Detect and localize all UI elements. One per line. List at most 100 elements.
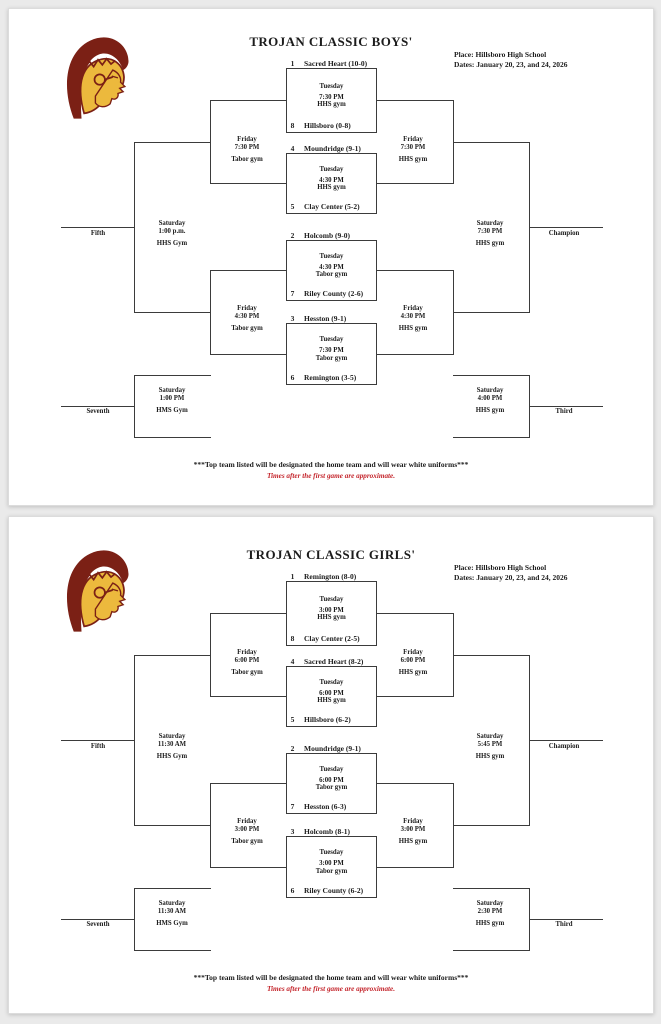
team-seed: 2	[290, 231, 295, 240]
seventh-place-slot-line	[61, 919, 135, 920]
game-gym: HHS gym	[317, 697, 346, 704]
champion-slot-line	[529, 740, 603, 741]
team-name: Hillsboro (0-8)	[304, 121, 351, 130]
fifth-place-label: Fifth	[90, 743, 106, 750]
dates-label: Dates: January 20, 23, and 24, 2026	[454, 573, 568, 582]
bracket-line	[377, 783, 454, 784]
bracket-line	[453, 950, 530, 951]
game-time: 7:30 PM	[234, 143, 260, 151]
approximate-times-footnote: Times after the first game are approxima…	[266, 985, 396, 993]
game-day: Saturday	[476, 733, 504, 740]
champion-slot-line	[529, 227, 603, 228]
trojan-mascot-logo-icon	[59, 546, 137, 634]
seventh-place-game-label: Saturday 11:30 AM HMS Gym	[132, 900, 212, 927]
bracket-line	[453, 655, 530, 656]
bracket-diagram: TROJAN CLASSIC BOYS' Place: Hillsboro Hi…	[9, 9, 653, 505]
team-name: Hesston (9-1)	[304, 314, 347, 323]
game-time: 5:45 PM	[477, 740, 503, 748]
team-name: Hillsboro (6-2)	[304, 715, 351, 724]
approximate-times-footnote: Times after the first game are approxima…	[266, 472, 396, 480]
game-gym: HHS gym	[398, 837, 428, 845]
game-info: Tuesday 4:30 PM Tabor gym	[287, 241, 376, 290]
championship-game-label: Saturday 5:45 PM HHS gym	[450, 733, 530, 760]
game-time: 7:30 PM	[477, 227, 503, 235]
semifinal-right-top-label: Friday 7:30 PM HHS gym	[373, 136, 453, 163]
game-info: Tuesday 6:00 PM Tabor gym	[287, 754, 376, 803]
bracket-line	[210, 270, 287, 271]
game-gym: Tabor gym	[315, 271, 348, 278]
game-day: Saturday	[476, 900, 504, 907]
consolation-left-top-label: Friday 7:30 PM Tabor gym	[207, 136, 287, 163]
team-name: Sacred Heart (8-2)	[304, 657, 364, 666]
game-gym: Tabor gym	[231, 668, 263, 676]
game-time: 7:30 PM	[319, 93, 344, 101]
champion-label: Champion	[548, 743, 580, 750]
team-entry: 5 Hillsboro (6-2)	[289, 716, 351, 724]
team-name: Remington (8-0)	[304, 572, 357, 581]
game-gym: HHS gym	[398, 324, 428, 332]
team-name: Holcomb (9-0)	[304, 231, 351, 240]
bracket-title: TROJAN CLASSIC GIRLS'	[246, 547, 416, 562]
game-day: Saturday	[158, 733, 186, 740]
game-day: Friday	[403, 818, 423, 825]
team-name: Holcomb (8-1)	[304, 827, 351, 836]
champion-label: Champion	[548, 230, 580, 237]
game-day: Tuesday	[319, 252, 344, 260]
third-place-slot-line	[529, 406, 603, 407]
game-day: Friday	[237, 136, 257, 143]
game-info: Tuesday 3:00 PM Tabor gym	[287, 837, 376, 887]
game-gym: HHS gym	[317, 184, 346, 191]
bracket-line	[134, 888, 211, 889]
bracket-line	[377, 613, 454, 614]
bracket-line	[134, 142, 211, 143]
game-time: 11:30 AM	[157, 907, 187, 915]
game-day: Tuesday	[319, 678, 344, 686]
bracket-line	[377, 354, 454, 355]
consolation-left-bottom-label: Friday 4:30 PM Tabor gym	[207, 305, 287, 332]
game-time: 4:30 PM	[400, 312, 426, 320]
bracket-line	[210, 354, 287, 355]
game-day: Saturday	[158, 387, 186, 394]
team-seed: 8	[290, 634, 295, 643]
third-place-slot-line	[529, 919, 603, 920]
championship-game-label: Saturday 7:30 PM HHS gym	[450, 220, 530, 247]
team-seed: 5	[290, 715, 295, 724]
bracket-line	[210, 696, 287, 697]
boys-bracket-card: TROJAN CLASSIC BOYS' Place: Hillsboro Hi…	[8, 8, 654, 506]
semifinal-right-bottom-label: Friday 4:30 PM HHS gym	[373, 305, 453, 332]
fifth-place-game-label: Saturday 1:00 p.m. HHS Gym	[132, 220, 212, 247]
third-place-game-label: Saturday 2:30 PM HHS gym	[450, 900, 530, 927]
game-day: Friday	[403, 136, 423, 143]
game-day: Tuesday	[319, 336, 344, 343]
seventh-place-label: Seventh	[86, 921, 110, 928]
team-name: Riley County (2-6)	[304, 289, 364, 298]
game-gym: Tabor gym	[315, 784, 348, 791]
bracket-line	[210, 783, 287, 784]
team-seed: 3	[290, 314, 295, 323]
team-seed: 8	[290, 121, 295, 130]
game-day: Friday	[237, 305, 257, 312]
bracket-line	[377, 696, 454, 697]
game-time: 4:00 PM	[477, 394, 503, 402]
team-name: Riley County (6-2)	[304, 886, 364, 895]
game-time: 2:30 PM	[477, 907, 503, 915]
game-day: Friday	[403, 649, 423, 656]
game-gym: Tabor gym	[315, 867, 348, 875]
game-gym: HHS gym	[398, 668, 428, 676]
team-name: Hesston (6-3)	[304, 802, 347, 811]
team-entry: 8 Hillsboro (0-8)	[289, 122, 351, 130]
team-entry: 2 Holcomb (9-0)	[289, 232, 350, 240]
trojan-mascot-logo-icon	[59, 33, 137, 121]
game-time: 11:30 AM	[157, 740, 187, 748]
team-seed: 6	[290, 373, 295, 382]
game-info: Tuesday 4:30 PM HHS gym	[287, 154, 376, 203]
game-time: 3:00 PM	[319, 860, 344, 867]
